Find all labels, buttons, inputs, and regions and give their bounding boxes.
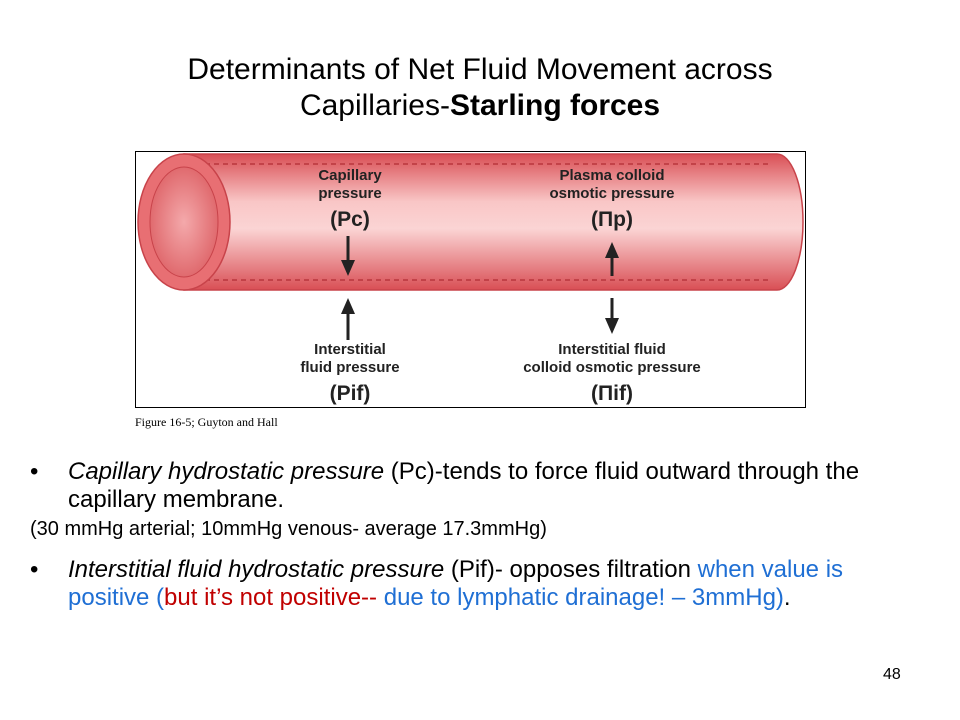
label-osmotic-pressure: osmotic pressure (549, 185, 674, 202)
capillary-pressure-note: (30 mmHg arterial; 10mmHg venous- averag… (30, 518, 547, 540)
label-pi-p: (Πp) (591, 208, 633, 231)
bullet-1-italic: Capillary hydrostatic pressure (68, 458, 385, 485)
slide-title: Determinants of Net Fluid Movement acros… (0, 52, 960, 124)
bullet-capillary-pressure: • Capillary hydrostatic pressure (Pc)-te… (30, 458, 930, 514)
bullet-1-text: (Pc)-tends to force fluid outward throug… (68, 458, 860, 513)
bullet-2-italic: Interstitial fluid hydrostatic pressure (68, 556, 445, 583)
capillary-diagram: Capillary pressure (Pc) Plasma colloid o… (137, 153, 804, 405)
title-line-2-prefix: Capillaries- (299, 89, 450, 122)
label-pif: (Pif) (330, 382, 371, 405)
bullet-interstitial-pressure: • Interstitial fluid hydrostatic pressur… (30, 556, 930, 612)
vessel-body (183, 153, 804, 291)
bullet-2-end: . (783, 584, 791, 611)
title-line-1: Determinants of Net Fluid Movement acros… (187, 53, 773, 86)
arrow-up-pif (341, 298, 355, 340)
arrow-down-pi-if (605, 298, 619, 334)
capillary-figure: Capillary pressure (Pc) Plasma colloid o… (135, 151, 806, 408)
label-interstitial-fluid: Interstitial fluid (558, 341, 666, 358)
bullet-2-blue-2: due to lymphatic drainage! – 3mmHg) (377, 584, 784, 611)
title-line-2-bold: Starling forces (449, 89, 661, 122)
bullet-2-text: (Pif)- opposes filtration (444, 556, 691, 583)
page-number: 48 (883, 666, 901, 683)
figure-caption: Figure 16-5; Guyton and Hall (135, 415, 278, 429)
bullet-marker: • (30, 458, 39, 485)
label-colloid-osmotic-pressure: colloid osmotic pressure (523, 359, 701, 376)
label-fluid-pressure: fluid pressure (300, 359, 399, 376)
label-pressure: pressure (318, 185, 381, 202)
arrow-up-pi-p (605, 242, 619, 276)
label-pi-if: (Πif) (591, 382, 633, 405)
vessel-opening-inner (149, 166, 219, 278)
bullet-marker: • (30, 556, 39, 583)
bullet-list: • Capillary hydrostatic pressure (Pc)-te… (30, 458, 930, 612)
label-pc: (Pc) (330, 208, 370, 231)
bullet-2-red: but it’s not positive-- (164, 584, 378, 611)
label-capillary: Capillary (318, 167, 382, 184)
arrow-down-pc (341, 236, 355, 276)
label-interstitial: Interstitial (314, 341, 386, 358)
bullet-2-blue-1: when value is positive ( (68, 556, 844, 611)
label-plasma-colloid: Plasma colloid (559, 167, 664, 184)
